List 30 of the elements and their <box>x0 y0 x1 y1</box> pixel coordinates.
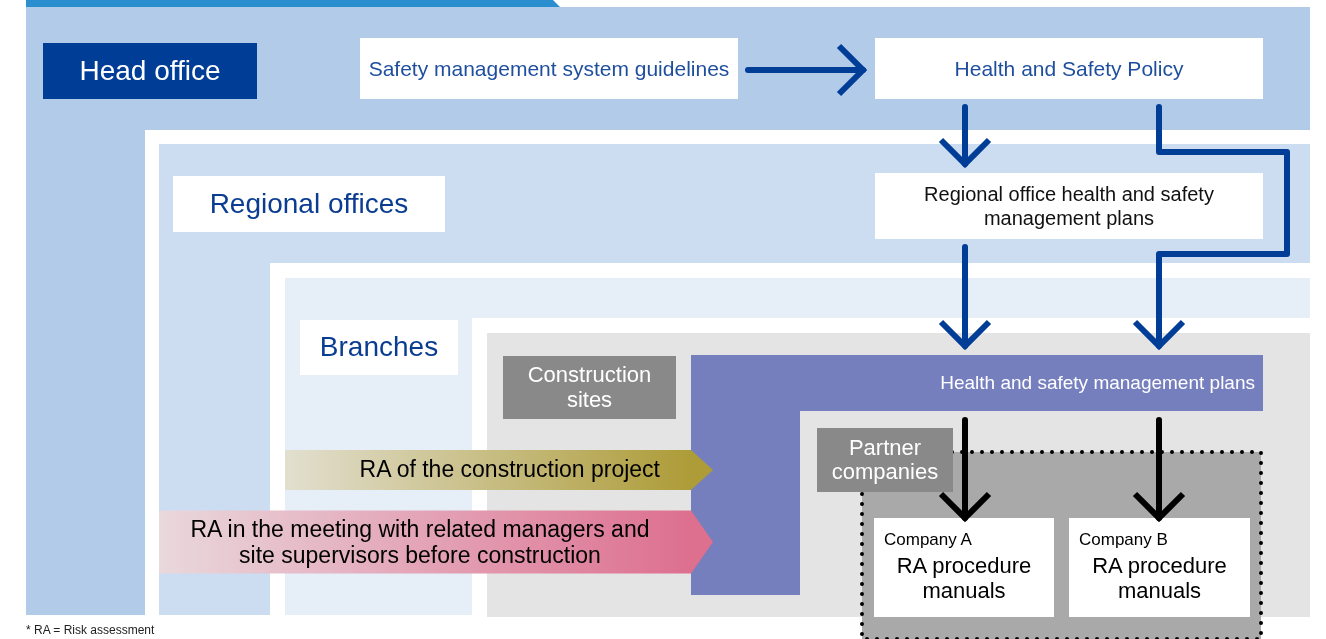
box-text: Safety management system guidelines <box>368 55 730 82</box>
arrow <box>938 417 992 521</box>
manual-text: RA procedure manuals <box>1091 554 1228 603</box>
arrow <box>745 43 866 97</box>
section-label: Construction sites <box>503 356 676 419</box>
company-box <box>1069 518 1250 617</box>
edge-label: RA in the meeting with related managers and site supervisors before construction <box>189 515 651 570</box>
arrow <box>938 244 992 349</box>
arrow <box>1132 417 1186 521</box>
chevron-arrow <box>285 450 713 490</box>
company-box <box>874 518 1054 617</box>
text-box <box>360 38 738 99</box>
text-box <box>875 173 1263 239</box>
section-label: Partner companies <box>817 428 953 492</box>
box-text: Health and Safety Policy <box>954 55 1184 82</box>
box-text: Regional office health and safety management plans <box>923 182 1215 230</box>
company-name: Company B <box>1079 530 1169 551</box>
plan-text: Health and safety management plans <box>940 371 1255 395</box>
edge-label: RA of the construction project <box>358 455 660 485</box>
chevron-arrow <box>159 510 713 574</box>
arrow <box>938 104 992 167</box>
company-name: Company A <box>884 530 973 551</box>
section-label: Regional offices <box>173 176 445 232</box>
partner-area <box>817 428 1263 639</box>
text-box <box>875 38 1263 99</box>
manual-text: RA procedure manuals <box>895 554 1033 603</box>
section-label: Branches <box>300 320 458 375</box>
footnote: * RA = Risk assessment <box>26 623 155 637</box>
arrow <box>1132 104 1290 349</box>
section-label: Head office <box>43 43 257 99</box>
